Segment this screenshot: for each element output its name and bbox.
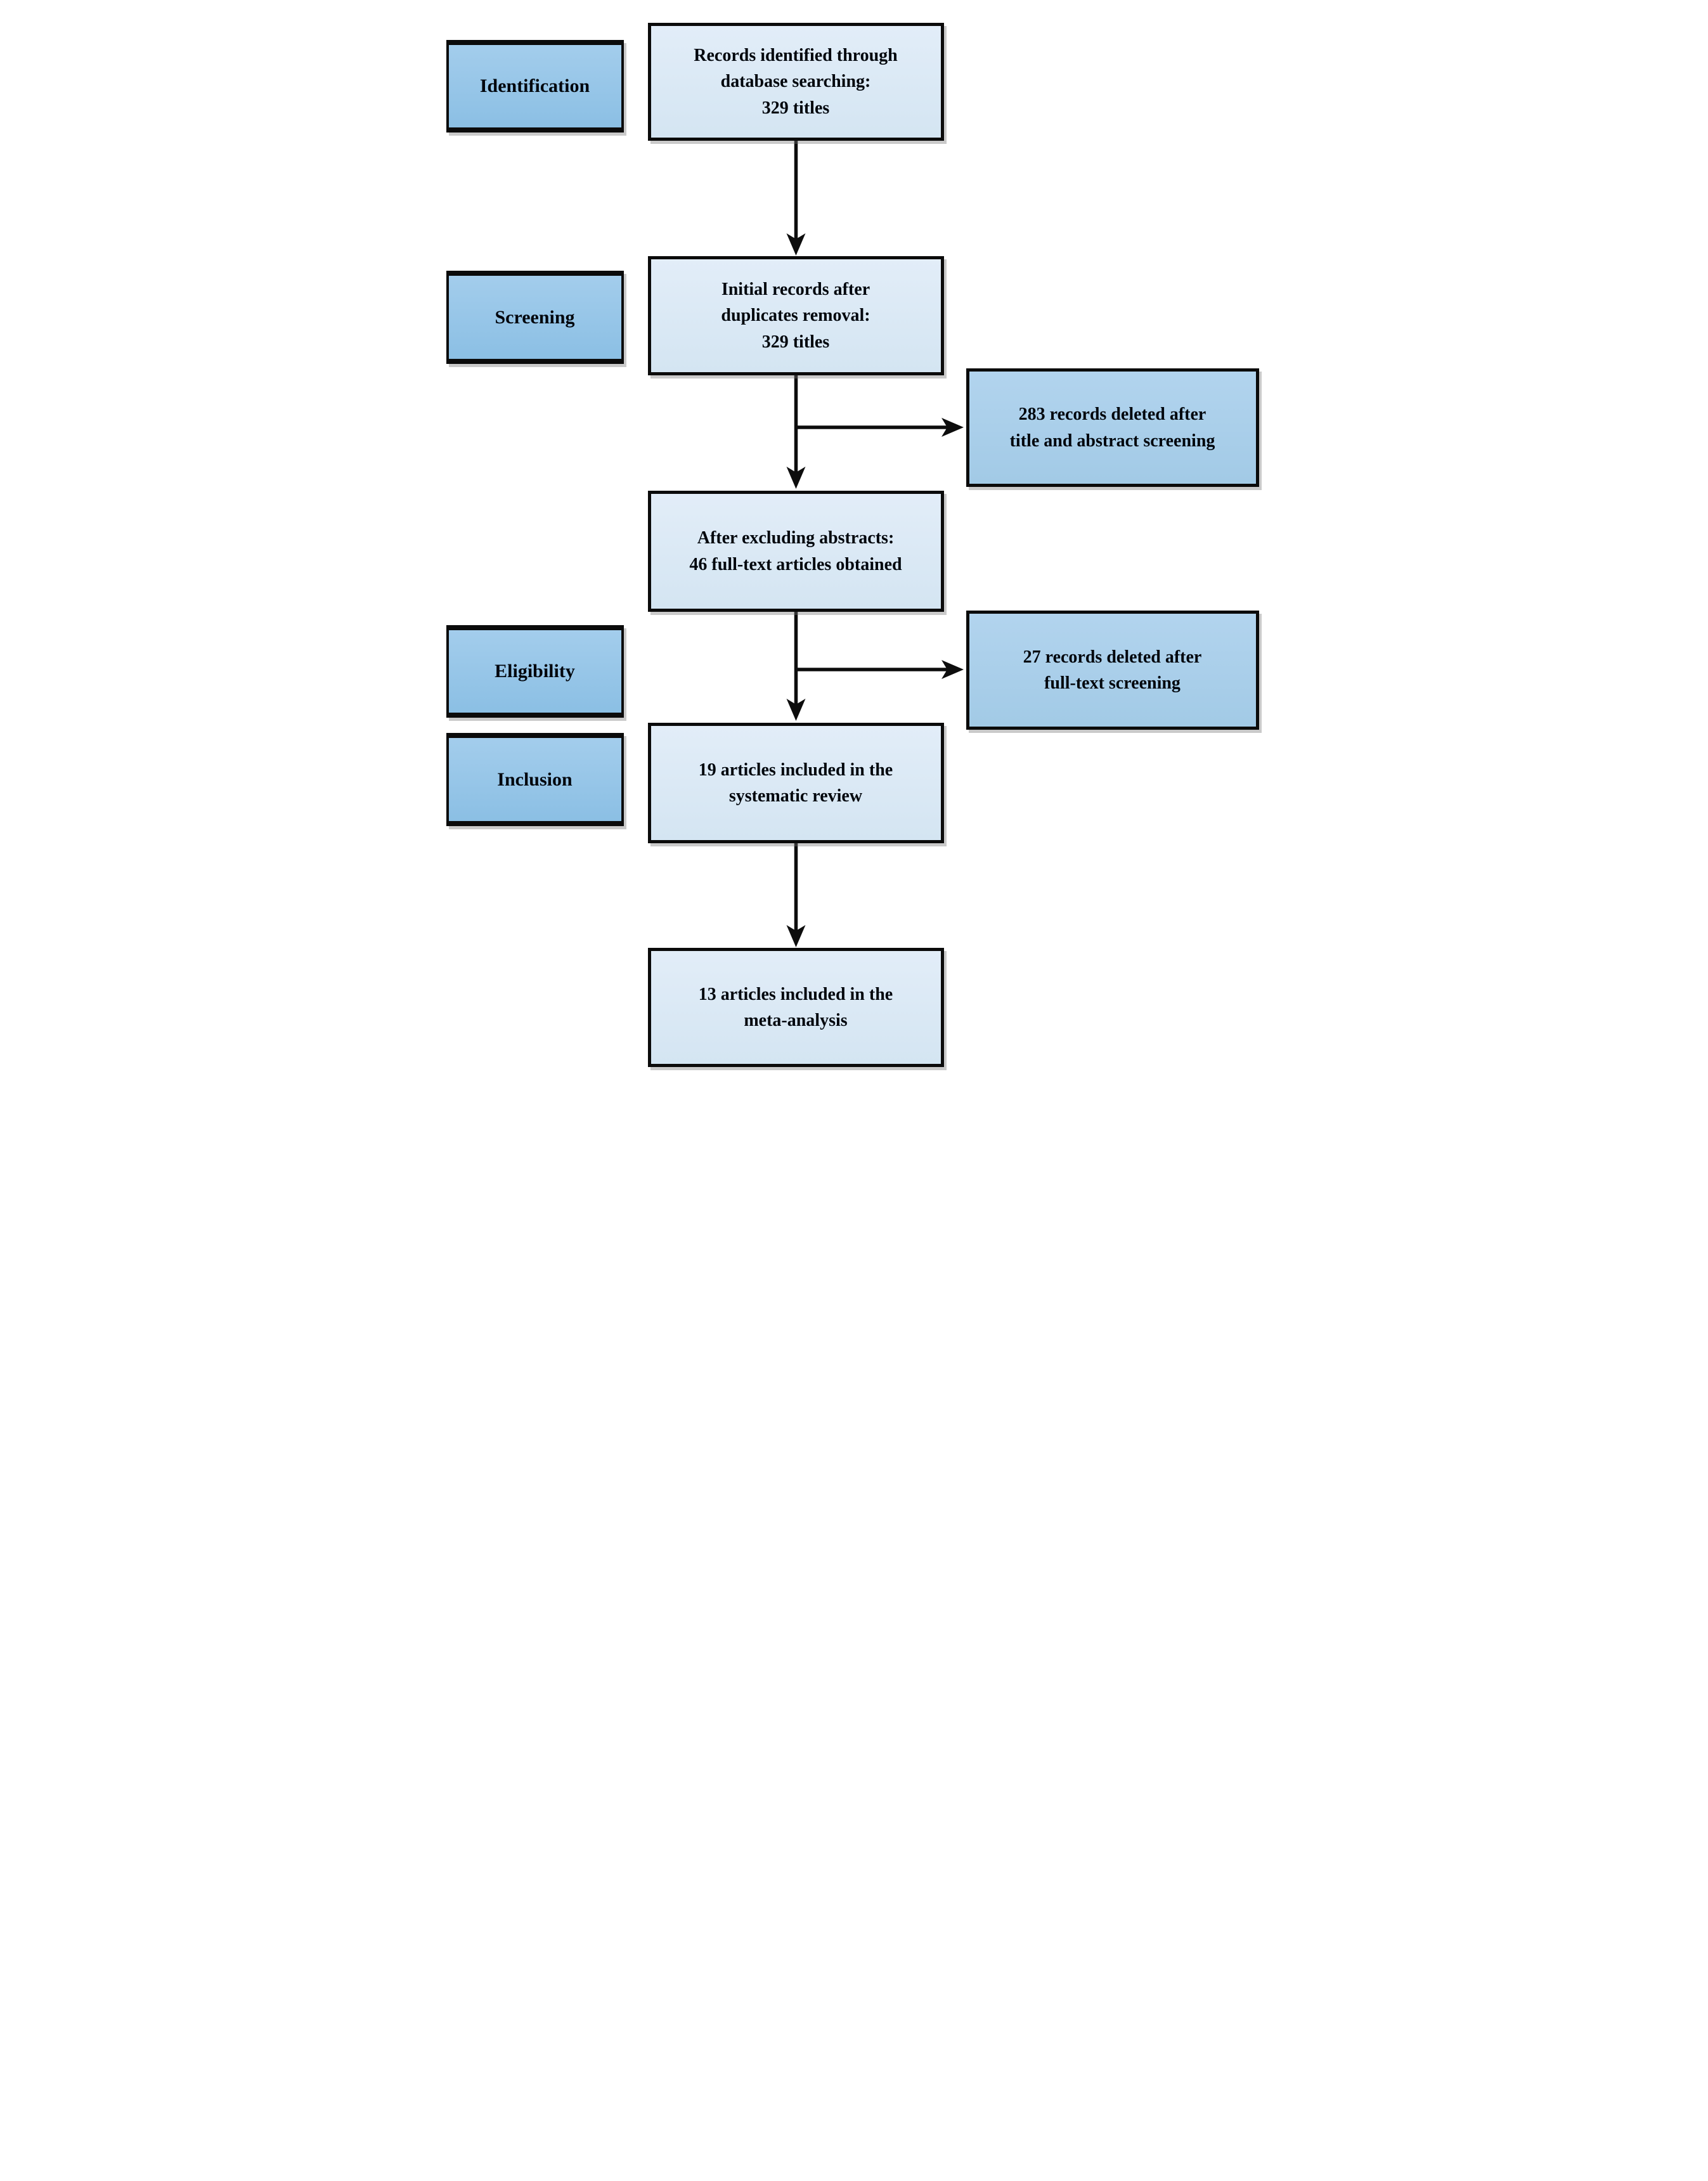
text-line: systematic review	[728, 786, 863, 806]
flow-box-systematic-review-text: 19 articles included in the systematic r…	[699, 757, 893, 810]
text-line: 329 titles	[761, 98, 830, 118]
text-line: full-text screening	[1044, 673, 1181, 693]
stage-box-identification: Identification	[446, 40, 624, 133]
stage-label-screening: Screening	[495, 306, 575, 328]
arrowhead-down-4	[786, 925, 805, 947]
text-line: database searching:	[720, 72, 871, 92]
text-line: 283 records deleted after	[1018, 404, 1207, 425]
text-line: title and abstract screening	[1009, 430, 1215, 451]
text-line: 46 full-text articles obtained	[689, 554, 902, 574]
flow-box-meta-analysis: 13 articles included in the meta-analysi…	[647, 948, 944, 1067]
arrowhead-down-2	[786, 467, 805, 489]
stage-label-eligibility: Eligibility	[495, 661, 575, 682]
flow-box-meta-analysis-text: 13 articles included in the meta-analysi…	[699, 981, 893, 1034]
flow-box-fulltext-obtained: After excluding abstracts: 46 full-text …	[647, 491, 944, 612]
prisma-flow-diagram: Identification Screening Eligibility Inc…	[427, 0, 1281, 1090]
stage-box-inclusion: Inclusion	[446, 733, 624, 826]
flow-box-fulltext-obtained-text: After excluding abstracts: 46 full-text …	[689, 525, 902, 578]
flow-box-initial-records-text: Initial records after duplicates removal…	[721, 276, 870, 355]
arrowhead-down-3	[786, 699, 805, 721]
exclusion-box-fulltext: 27 records deleted after full-text scree…	[966, 611, 1259, 730]
arrowhead-right-1	[941, 418, 964, 437]
text-line: 329 titles	[761, 332, 830, 352]
stage-box-screening: Screening	[446, 271, 624, 364]
text-line: 27 records deleted after	[1023, 647, 1202, 667]
text-line: 19 articles included in the	[698, 760, 893, 780]
stage-label-inclusion: Inclusion	[497, 768, 573, 790]
flow-box-records-identified: Records identified through database sear…	[647, 23, 944, 141]
text-line: Initial records after	[721, 279, 870, 299]
exclusion-box-title-abstract-text: 283 records deleted after title and abst…	[1010, 401, 1215, 454]
text-line: duplicates removal:	[721, 306, 870, 326]
text-line: 13 articles included in the	[698, 984, 893, 1004]
flow-box-initial-records: Initial records after duplicates removal…	[647, 256, 944, 375]
exclusion-box-fulltext-text: 27 records deleted after full-text scree…	[1023, 644, 1202, 697]
exclusion-box-title-abstract: 283 records deleted after title and abst…	[966, 368, 1259, 487]
stage-box-eligibility: Eligibility	[446, 625, 624, 718]
flow-box-systematic-review: 19 articles included in the systematic r…	[647, 723, 944, 843]
flow-box-records-identified-text: Records identified through database sear…	[694, 42, 898, 121]
text-line: Records identified through	[694, 45, 898, 65]
text-line: After excluding abstracts:	[697, 528, 895, 548]
arrowhead-down-1	[786, 233, 805, 256]
text-line: meta-analysis	[744, 1011, 848, 1030]
stage-label-identification: Identification	[479, 75, 590, 96]
arrowhead-right-2	[941, 660, 964, 679]
